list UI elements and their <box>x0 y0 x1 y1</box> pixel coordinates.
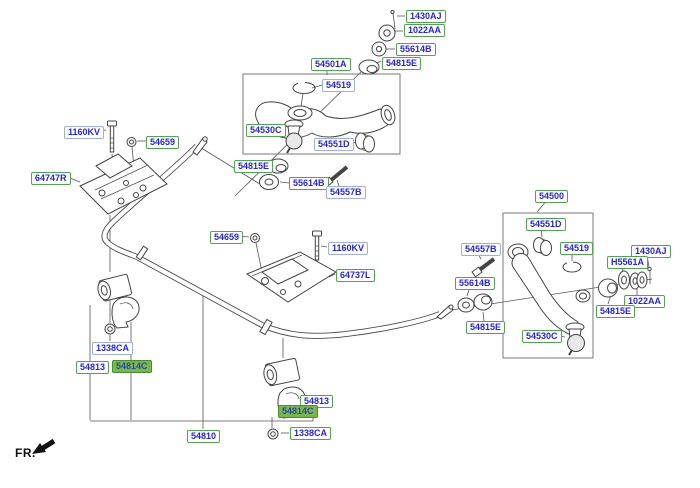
part-label-1338ca-33[interactable]: 1338CA <box>290 427 332 440</box>
part-label-54501a-4[interactable]: 54501A <box>311 58 351 71</box>
part-label-h5561a-25[interactable]: H5561A <box>607 256 649 269</box>
part-label-54810-34[interactable]: 54810 <box>187 430 221 443</box>
arm-assembly-box-54501a <box>242 73 401 155</box>
lower-arm-right-drawing <box>255 80 396 154</box>
part-label-54815e-27[interactable]: 54815E <box>596 305 636 318</box>
arm-assembly-box-54500 <box>502 212 594 359</box>
part-label-64747r-13[interactable]: 64747R <box>31 172 71 185</box>
bracket-64747r-drawing <box>79 153 168 215</box>
nut-icon-middle <box>250 233 260 243</box>
part-label-54815e-8[interactable]: 54815E <box>234 160 274 173</box>
part-label-54813-29[interactable]: 54813 <box>76 361 110 374</box>
part-label-54815e-22[interactable]: 54815E <box>466 321 506 334</box>
part-label-54813-31[interactable]: 54813 <box>300 395 334 408</box>
part-label-54519-20[interactable]: 54519 <box>560 242 594 255</box>
part-label-1430aj-24[interactable]: 1430AJ <box>631 245 671 258</box>
part-label-1338ca-28[interactable]: 1338CA <box>92 342 134 355</box>
stabilizer-bar-drawing <box>101 136 454 339</box>
part-label-54519-5[interactable]: 54519 <box>322 79 356 92</box>
part-label-54530c-6[interactable]: 54530C <box>246 124 286 137</box>
cam-bolt-parts-drawing <box>598 266 652 298</box>
nut-icon-left <box>126 137 137 147</box>
bolt-icon-left <box>107 120 117 153</box>
part-label-1160kv-15[interactable]: 1160KV <box>328 242 369 255</box>
fr-arrow-icon <box>32 438 56 454</box>
part-label-54557b-10[interactable]: 54557B <box>326 186 366 199</box>
part-label-54814c-30[interactable]: 54814C <box>112 360 152 373</box>
part-label-54551d-18[interactable]: 54551D <box>526 218 566 231</box>
bolt-icon-middle <box>312 230 322 261</box>
part-label-54659-12[interactable]: 54659 <box>146 136 180 149</box>
lower-arm-left-drawing <box>507 237 591 356</box>
part-label-1022aa-26[interactable]: 1022AA <box>624 295 666 308</box>
bar-end-link-parts-drawing <box>457 257 496 313</box>
part-label-54815e-3[interactable]: 54815E <box>382 57 422 70</box>
part-label-54659-14[interactable]: 54659 <box>210 231 244 244</box>
part-label-64737l-16[interactable]: 64737L <box>336 269 375 282</box>
part-label-54530c-23[interactable]: 54530C <box>522 330 562 343</box>
fr-label: FR. <box>15 446 36 460</box>
bracket-64737l-drawing <box>245 251 337 303</box>
part-label-54551d-7[interactable]: 54551D <box>314 138 354 151</box>
bushing-clamp-left-drawing <box>97 273 140 335</box>
part-label-54557b-19[interactable]: 54557B <box>461 243 501 256</box>
part-label-55614b-21[interactable]: 55614B <box>455 277 495 290</box>
part-label-54814c-32[interactable]: 54814C <box>278 405 318 418</box>
top-right-parts-drawing <box>358 9 396 75</box>
part-label-1160kv-11[interactable]: 1160KV <box>64 126 105 139</box>
part-label-54500-17[interactable]: 54500 <box>535 190 569 203</box>
part-label-55614b-9[interactable]: 55614B <box>289 177 329 190</box>
part-label-1022aa-1[interactable]: 1022AA <box>404 24 446 37</box>
part-label-1430aj-0[interactable]: 1430AJ <box>406 10 446 23</box>
part-label-55614b-2[interactable]: 55614B <box>396 43 436 56</box>
